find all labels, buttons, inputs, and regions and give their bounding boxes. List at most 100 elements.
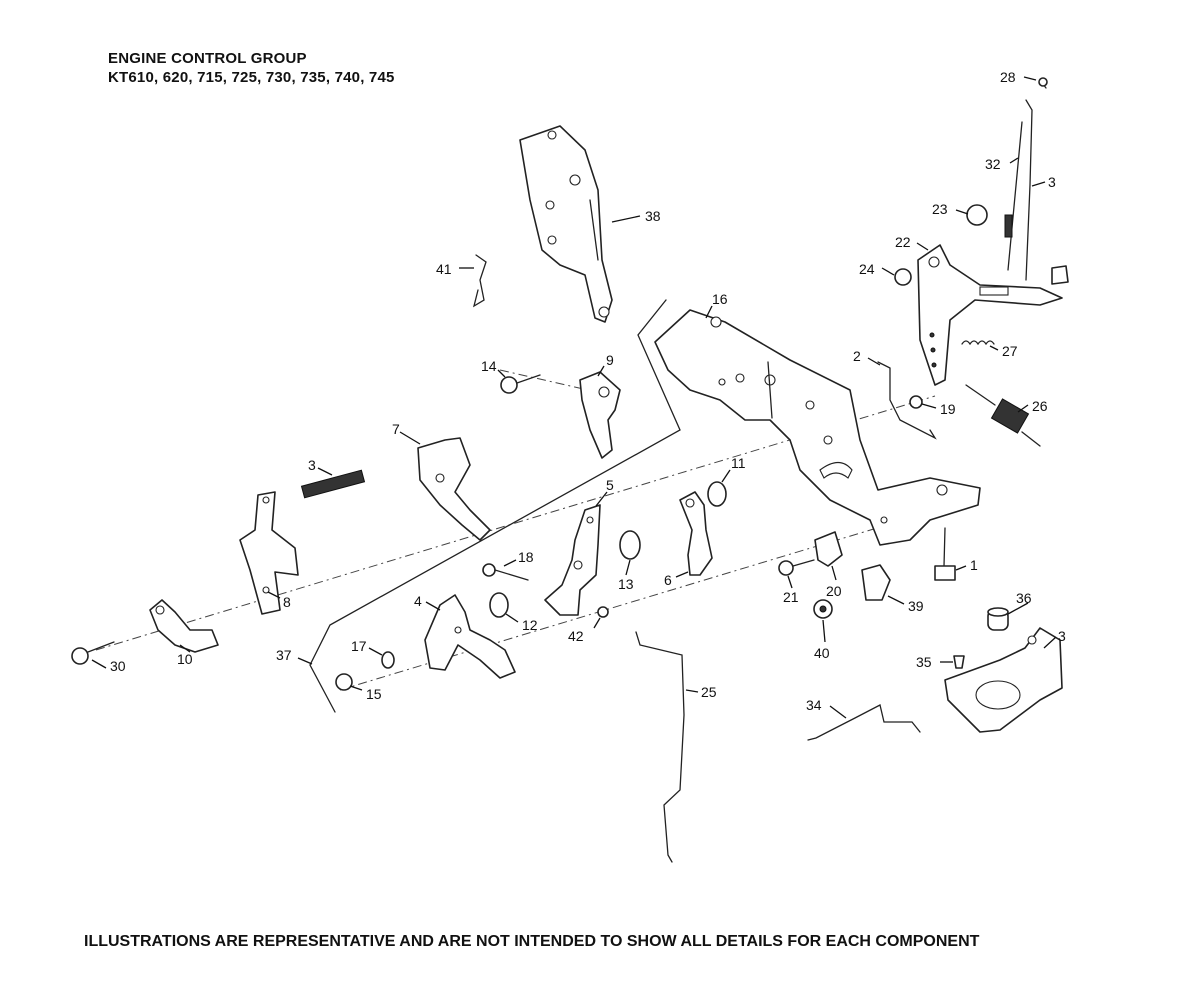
part-15-nut [335, 673, 353, 691]
leader-5 [595, 491, 608, 507]
part-22-throttle-lever [917, 244, 1063, 386]
leader-8 [267, 591, 281, 599]
part-39-bracket [861, 564, 891, 601]
leader-10 [179, 644, 191, 653]
leader-22 [916, 242, 929, 251]
leader-21 [787, 575, 793, 589]
leader-12 [505, 613, 519, 623]
leader-11 [721, 469, 731, 483]
callout-30: 30 [110, 658, 126, 674]
callout-21: 21 [783, 589, 799, 605]
callout-14: 14 [481, 358, 497, 374]
leader-37 [297, 657, 313, 665]
leader-23 [955, 209, 969, 215]
leader-13 [625, 559, 631, 576]
callout-2: 2 [853, 348, 861, 364]
part-4-lever [424, 594, 516, 679]
leader-9 [597, 365, 605, 377]
part-38-bracket [519, 125, 613, 323]
leader-24 [881, 267, 895, 276]
part-32-spring [1004, 214, 1013, 238]
part-25-rod [635, 631, 685, 863]
callout-11: 11 [731, 455, 746, 471]
part-30-nut [71, 641, 115, 665]
diagram-title: ENGINE CONTROL GROUP [108, 50, 307, 67]
part-2-rod [877, 361, 937, 440]
part-23-knob [966, 204, 988, 226]
part-40-bolt [813, 599, 833, 619]
leader-3b [317, 467, 333, 476]
callout-28: 28 [1000, 69, 1016, 85]
callout-27: 27 [1002, 343, 1018, 359]
callout-20: 20 [826, 583, 842, 599]
callout-9: 9 [606, 352, 614, 368]
callout-26: 26 [1032, 398, 1048, 414]
leader-17 [368, 647, 383, 656]
callout-16: 16 [712, 291, 728, 307]
part-3-rod [1025, 99, 1033, 281]
part-3-spring [300, 469, 366, 499]
callout-25: 25 [701, 684, 717, 700]
leader-39 [887, 595, 905, 605]
leader-14 [497, 369, 506, 378]
part-21-screw [778, 559, 815, 576]
callout-6: 6 [664, 572, 672, 588]
part-18-bolt [482, 563, 529, 581]
leader-40 [822, 619, 826, 643]
leader-28 [1023, 76, 1037, 81]
part-8-lever [239, 491, 299, 615]
callout-5: 5 [606, 477, 614, 493]
part-3-clip [1051, 265, 1069, 285]
assembly-boundary-line [309, 299, 681, 713]
part-36-bushing [987, 607, 1009, 631]
part-20-bracket [814, 531, 843, 567]
part-13-washer [619, 530, 641, 560]
part-7-lever [417, 437, 491, 541]
leader-6 [675, 571, 689, 578]
leader-30 [91, 659, 107, 669]
leader-18 [503, 559, 517, 567]
part-32-rod [1007, 121, 1023, 271]
leader-36 [1007, 602, 1029, 615]
leader-42 [593, 617, 601, 629]
part-42-nut [597, 606, 609, 618]
callout-10: 10 [177, 651, 193, 667]
callout-40: 40 [814, 645, 830, 661]
leader-3a [1031, 181, 1046, 187]
leader-19 [921, 403, 937, 409]
part-19-nut [909, 395, 923, 409]
leader-26 [1017, 404, 1029, 413]
part-16-main-plate [654, 309, 981, 546]
leader-25 [685, 689, 699, 693]
part-24-washer [894, 268, 912, 286]
part-14-bolt [500, 374, 541, 394]
part-26-spring [965, 384, 1041, 447]
callout-7: 7 [392, 421, 400, 437]
disclaimer-footer: ILLUSTRATIONS ARE REPRESENTATIVE AND ARE… [84, 933, 980, 950]
callout-13: 13 [618, 576, 634, 592]
callout-3-spring: 3 [308, 457, 316, 473]
callout-22: 22 [895, 234, 911, 250]
callout-15: 15 [366, 686, 382, 702]
leader-34 [829, 705, 847, 719]
part-27-spring [961, 340, 995, 346]
model-list: KT610, 620, 715, 725, 730, 735, 740, 745 [108, 69, 395, 86]
callout-32: 32 [985, 156, 1001, 172]
callout-36: 36 [1016, 590, 1032, 606]
callout-17: 17 [351, 638, 367, 654]
part-1-bolt [934, 527, 956, 581]
callout-39: 39 [908, 598, 924, 614]
part-35-screw [953, 655, 965, 669]
leader-7 [399, 431, 421, 445]
callout-34: 34 [806, 697, 822, 713]
leader-16 [705, 305, 713, 319]
callout-3-mount: 3 [1058, 628, 1066, 644]
part-41-clip [472, 254, 487, 308]
leader-27 [989, 345, 999, 351]
callout-37: 37 [276, 647, 292, 663]
callout-1: 1 [970, 557, 978, 573]
callout-8: 8 [283, 594, 291, 610]
callout-4: 4 [414, 593, 422, 609]
leader-4 [425, 601, 441, 611]
callout-12: 12 [522, 617, 538, 633]
